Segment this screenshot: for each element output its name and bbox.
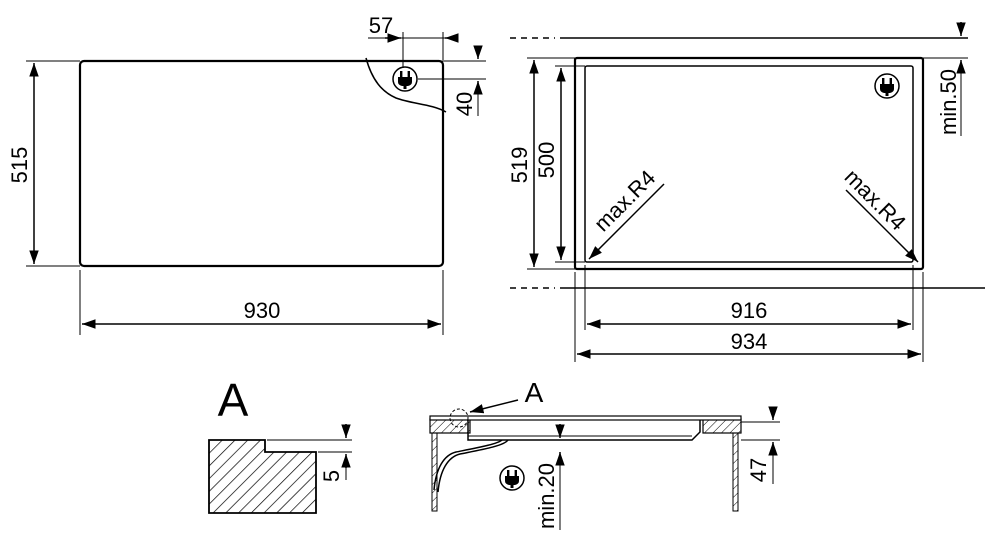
plug-offset-y-label: 40 xyxy=(452,92,477,116)
radius-left-label: max.R4 xyxy=(589,165,660,236)
plug-icon xyxy=(392,66,418,92)
detail-a-view: A 5 xyxy=(208,374,352,514)
plug-icon xyxy=(499,465,525,491)
width-label: 930 xyxy=(244,298,281,323)
outer-width-label: 934 xyxy=(731,329,768,354)
top-view: 515 930 57 40 xyxy=(7,13,486,335)
clearance-label: min.20 xyxy=(534,463,559,529)
detail-callout-circle xyxy=(449,408,469,428)
radius-right-label: max.R4 xyxy=(840,164,911,235)
cutout-view: 519 500 916 934 min.50 max.R4 max.R4 xyxy=(507,22,985,362)
plug-offset-x-label: 57 xyxy=(369,13,393,38)
callout-letter: A xyxy=(525,377,544,408)
detail-letter: A xyxy=(218,374,249,426)
inner-width-label: 916 xyxy=(731,298,768,323)
power-cable xyxy=(365,57,447,113)
cutout-outer xyxy=(573,56,925,271)
step-label: 5 xyxy=(319,470,344,482)
cutout-inner xyxy=(584,65,914,263)
rear-clearance-label: min.50 xyxy=(936,69,961,135)
outer-depth-label: 519 xyxy=(507,147,532,184)
worktop-section xyxy=(208,439,317,514)
hob-outline xyxy=(78,59,445,268)
plug-icon xyxy=(874,73,900,99)
height-label: 47 xyxy=(746,458,771,482)
inner-depth-label: 500 xyxy=(534,142,559,179)
depth-label: 515 xyxy=(7,147,32,184)
section-view: A min.20 47 xyxy=(429,377,780,530)
